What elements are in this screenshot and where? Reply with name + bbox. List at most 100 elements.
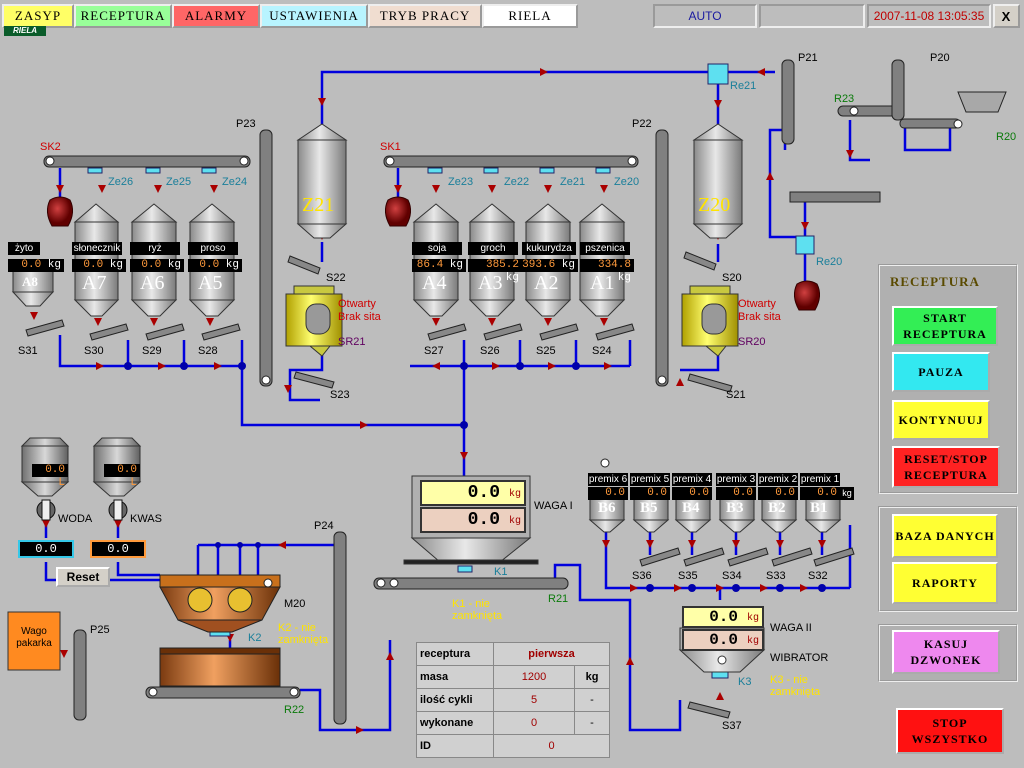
s30-label: S30 <box>84 345 104 357</box>
kwas-level: 0.0 L <box>104 464 140 489</box>
tab-receptura[interactable]: RECEPTURA <box>74 4 172 28</box>
s22-label: S22 <box>326 272 346 284</box>
b1-value: 0.0 <box>800 487 840 500</box>
mode-indicator: AUTO <box>653 4 757 28</box>
re20-label: Re20 <box>816 256 843 268</box>
table-row: ID 0 <box>416 734 610 758</box>
pause-button[interactable]: PAUZA <box>892 352 990 392</box>
s27-label: S27 <box>424 345 444 357</box>
s24-label: S24 <box>592 345 612 357</box>
table-row: wykonane 0 - <box>416 711 610 735</box>
recipe-value[interactable]: pierwsza <box>493 642 610 666</box>
a5-product: proso <box>188 242 238 255</box>
a1-name: A1 <box>590 272 615 294</box>
kwas-setpoint[interactable]: 0.0 <box>90 540 146 558</box>
sk2-label: SK2 <box>40 141 61 153</box>
reset-stop-recipe-button[interactable]: RESET/STOP RECEPTURA <box>892 446 1000 488</box>
sk1-label: SK1 <box>380 141 401 153</box>
b3-name: B3 <box>726 500 744 516</box>
b4-name: B4 <box>682 500 700 516</box>
s29-label: S29 <box>142 345 162 357</box>
reset-button[interactable]: Reset <box>56 567 110 587</box>
a3-name: A3 <box>478 272 503 294</box>
recipe-panel-title: RECEPTURA <box>890 274 980 289</box>
b2-value: 0.0 <box>758 487 798 500</box>
tab-zasyp[interactable]: ZASYP <box>2 4 74 28</box>
tab-tryb-pracy[interactable]: TRYB PRACY <box>368 4 482 28</box>
b2-product: premix 2 <box>758 473 798 486</box>
done-value: 0 <box>493 711 575 735</box>
s26-label: S26 <box>480 345 500 357</box>
recipe-table: receptura pierwsza masa 1200 kg ilość cy… <box>416 642 610 758</box>
tab-riela[interactable]: RIELA <box>482 4 578 28</box>
reports-button[interactable]: RAPORTY <box>892 562 998 604</box>
a5-value: 0.0 kg <box>188 259 242 272</box>
woda-label: WODA <box>58 513 93 525</box>
cycles-unit: - <box>574 688 610 712</box>
recipe-key: receptura <box>416 642 494 666</box>
b6-product: premix 6 <box>588 473 628 486</box>
s28-label: S28 <box>198 345 218 357</box>
start-recipe-button[interactable]: START RECEPTURA <box>892 306 998 346</box>
a2-name: A2 <box>534 272 559 294</box>
r23-label: R23 <box>834 93 855 105</box>
premix-unit: kg <box>840 487 854 500</box>
done-key: wykonane <box>416 711 494 735</box>
k3-label: K3 <box>738 676 752 688</box>
table-row: masa 1200 kg <box>416 665 610 689</box>
b6-value: 0.0 <box>588 487 628 500</box>
a1-product: pszenica <box>580 242 630 255</box>
b5-value: 0.0 <box>630 487 670 500</box>
p25-label: P25 <box>90 624 110 636</box>
close-button[interactable]: X <box>993 4 1020 28</box>
p22-label: P22 <box>632 118 652 130</box>
a1-value: 334.8 kg <box>580 259 634 284</box>
a8-value: 0.0 kg <box>8 259 64 272</box>
b4-value: 0.0 <box>672 487 712 500</box>
sr20-name: SR20 <box>738 336 766 348</box>
ze23-label: Ze23 <box>448 176 474 188</box>
status-box <box>759 4 865 28</box>
cycles-key: ilość cykli <box>416 688 494 712</box>
s25-label: S25 <box>536 345 556 357</box>
b2-name: B2 <box>768 500 786 516</box>
r21-label: R21 <box>548 593 569 605</box>
waga1-label: WAGA I <box>534 500 573 512</box>
z20-name: Z20 <box>698 194 731 216</box>
database-button[interactable]: BAZA DANYCH <box>892 514 998 558</box>
re21-label: Re21 <box>730 80 757 92</box>
tab-alarmy[interactable]: ALARMY <box>172 4 260 28</box>
ze21-label: Ze21 <box>560 176 586 188</box>
stop-all-button[interactable]: STOP WSZYSTKO <box>896 708 1004 754</box>
b1-name: B1 <box>810 500 828 516</box>
b5-product: premix 5 <box>630 473 670 486</box>
a4-name: A4 <box>422 272 447 294</box>
cycles-value[interactable]: 5 <box>493 688 575 712</box>
woda-setpoint[interactable]: 0.0 <box>18 540 74 558</box>
kwas-label: KWAS <box>130 513 162 525</box>
ze25-label: Ze25 <box>166 176 192 188</box>
masa-value[interactable]: 1200 <box>493 665 575 689</box>
id-key: ID <box>416 734 494 758</box>
tab-ustawienia[interactable]: USTAWIENIA <box>260 4 368 28</box>
a7-name: A7 <box>82 272 107 294</box>
b1-product: premix 1 <box>800 473 840 486</box>
riela-logo: RIELA <box>4 26 46 36</box>
s37-label: S37 <box>722 720 742 732</box>
continue-button[interactable]: KONTYNUUJ <box>892 400 990 440</box>
s21-label: S21 <box>726 389 746 401</box>
b4-product: premix 4 <box>672 473 712 486</box>
a6-product: ryż <box>130 242 180 255</box>
p20-label: P20 <box>930 52 950 64</box>
s34-label: S34 <box>722 570 742 582</box>
reset-bell-button[interactable]: KASUJ DZWONEK <box>892 630 1000 674</box>
a8-name: A8 <box>22 274 38 289</box>
a7-value: 0.0 kg <box>72 259 126 272</box>
a2-product: kukurydza <box>522 242 576 255</box>
